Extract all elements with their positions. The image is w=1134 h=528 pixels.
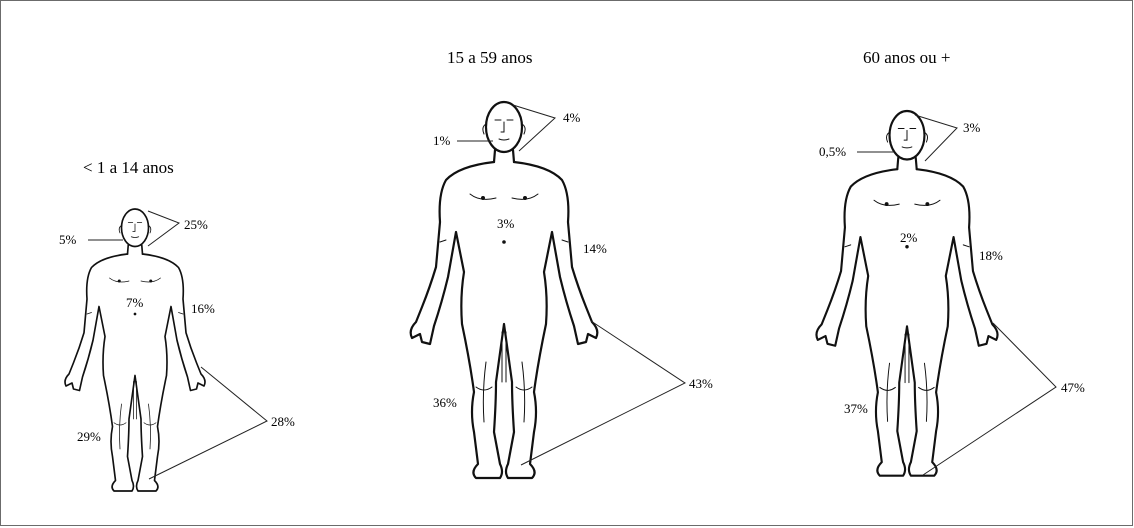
leg-percentage: 36% [433,395,457,410]
feet-hands-percentage: 47% [1061,380,1085,395]
group-senior: 60 anos ou + 0,5% 3% 2% 18% 37% 47% [816,48,1085,476]
feet-hands-percentage: 28% [271,414,295,429]
human-figure-adult [411,102,598,478]
head-percentage: 25% [184,217,208,232]
face-percentage: 0,5% [819,144,846,159]
trunk-percentage: 2% [900,230,918,245]
group-adult: 15 a 59 anos 1% 4% 3% 14% 36% 43% [411,48,713,478]
feet-hands-percentage: 43% [689,376,713,391]
leg-percentage: 29% [77,429,101,444]
face-percentage: 5% [59,232,77,247]
arm-percentage: 18% [979,248,1003,263]
head-percentage: 3% [963,120,981,135]
group-title: 60 anos ou + [863,48,951,67]
head-percentage: 4% [563,110,581,125]
group-title: 15 a 59 anos [447,48,532,67]
trunk-percentage: 7% [126,295,144,310]
trunk-percentage: 3% [497,216,515,231]
group-child: < 1 a 14 anos 5% 25% 7% 16% 29% 28% [59,158,295,491]
human-figure-senior [816,111,997,476]
group-title: < 1 a 14 anos [83,158,174,177]
human-figure-child [65,209,205,491]
arm-percentage: 14% [583,241,607,256]
arm-percentage: 16% [191,301,215,316]
face-percentage: 1% [433,133,451,148]
leg-percentage: 37% [844,401,868,416]
